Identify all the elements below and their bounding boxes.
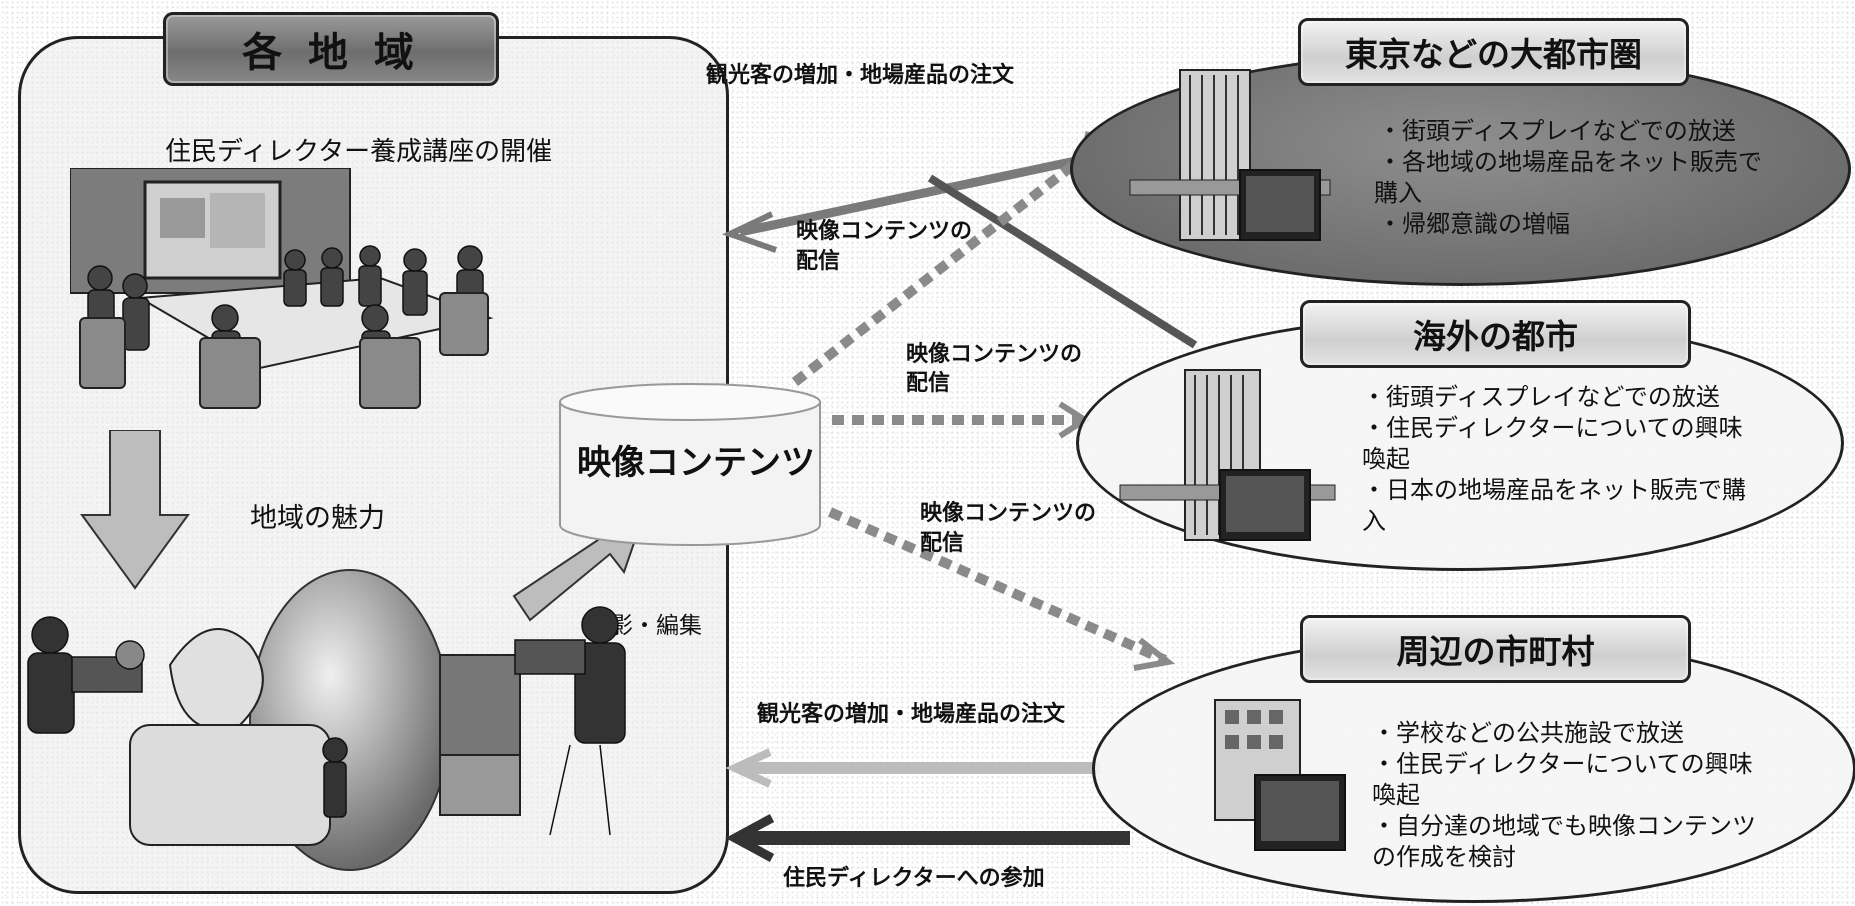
overseas-bullet: ・日本の地場産品をネット販売で購 — [1362, 476, 1746, 504]
workshop-illustration — [70, 168, 494, 409]
tokyo-bullet: ・各地域の地場産品をネット販売で — [1378, 148, 1762, 176]
local-bullet: ・学校などの公共施設で放送 — [1372, 719, 1684, 747]
overseas-bullet: ・街頭ディスプレイなどでの放送 — [1362, 383, 1720, 411]
charm-label: 地域の魅力 — [250, 503, 385, 534]
overseas-building-illustration — [1119, 369, 1336, 541]
tokyo-return-arrowhead — [722, 211, 777, 253]
charm-illustration — [27, 569, 626, 871]
top-order-label: 観光客の増加・地場産品の注文 — [706, 63, 1015, 88]
tokyo-return-arrow — [739, 155, 1081, 237]
tokyo-title-badge: 東京などの大都市圏 — [1298, 18, 1689, 86]
delivery-local-label-2: 配信 — [920, 531, 965, 556]
delivery-tokyo-label-1: 映像コンテンツの — [796, 219, 973, 244]
overseas-bullet-list: ・街頭ディスプレイなどでの放送 ・住民ディレクターについての興味 喚起 ・日本の… — [1362, 382, 1746, 537]
overseas-bullet: ・住民ディレクターについての興味 — [1362, 414, 1743, 442]
delivery-local-arrow — [827, 507, 1168, 665]
region-title-badge: 各 地 域 — [163, 12, 499, 86]
overseas-return-line — [927, 174, 1198, 349]
content-cylinder — [559, 383, 821, 546]
region-title: 各 地 域 — [242, 30, 420, 76]
overseas-bullet: 喚起 — [1362, 445, 1410, 473]
delivery-overseas-label-1: 映像コンテンツの — [906, 342, 1083, 367]
tokyo-bullet: 購入 — [1374, 179, 1422, 207]
delivery-tokyo-label-2: 配信 — [796, 249, 841, 274]
tokyo-bullet: ・帰郷意識の増幅 — [1378, 210, 1570, 238]
delivery-local-label-1: 映像コンテンツの — [920, 501, 1097, 526]
overseas-title-badge: 海外の都市 — [1300, 300, 1691, 368]
local-bullet: ・住民ディレクターについての興味 — [1372, 750, 1753, 778]
delivery-overseas-label-2: 配信 — [906, 371, 951, 396]
delivery-tokyo-arrow — [791, 148, 1094, 386]
local-bullet: の作成を検討 — [1372, 843, 1516, 871]
down-arrow — [80, 430, 190, 590]
local-title: 周辺の市町村 — [1396, 632, 1595, 671]
bottom-order-label: 観光客の増加・地場産品の注文 — [757, 702, 1066, 727]
local-bullet: 喚起 — [1372, 781, 1420, 809]
local-bullet-list: ・学校などの公共施設で放送 ・住民ディレクターについての興味 喚起 ・自分達の地… — [1372, 718, 1756, 873]
participation-label: 住民ディレクターへの参加 — [783, 866, 1045, 891]
workshop-label: 住民ディレクター養成講座の開催 — [165, 137, 553, 167]
local-bullet: ・自分達の地域でも映像コンテンツ — [1372, 812, 1756, 840]
overseas-bullet: 入 — [1362, 507, 1386, 535]
local-title-badge: 周辺の市町村 — [1300, 615, 1691, 683]
local-building-illustration — [1214, 699, 1346, 851]
tokyo-title: 東京などの大都市圏 — [1345, 35, 1642, 74]
tokyo-bullet-list: ・街頭ディスプレイなどでの放送 ・各地域の地場産品をネット販売で 購入 ・帰郷意… — [1374, 116, 1762, 240]
content-label: 映像コンテンツ — [577, 443, 815, 483]
tokyo-bullet: ・街頭ディスプレイなどでの放送 — [1378, 117, 1736, 145]
tokyo-building-illustration — [1129, 69, 1331, 241]
overseas-title: 海外の都市 — [1413, 317, 1578, 356]
